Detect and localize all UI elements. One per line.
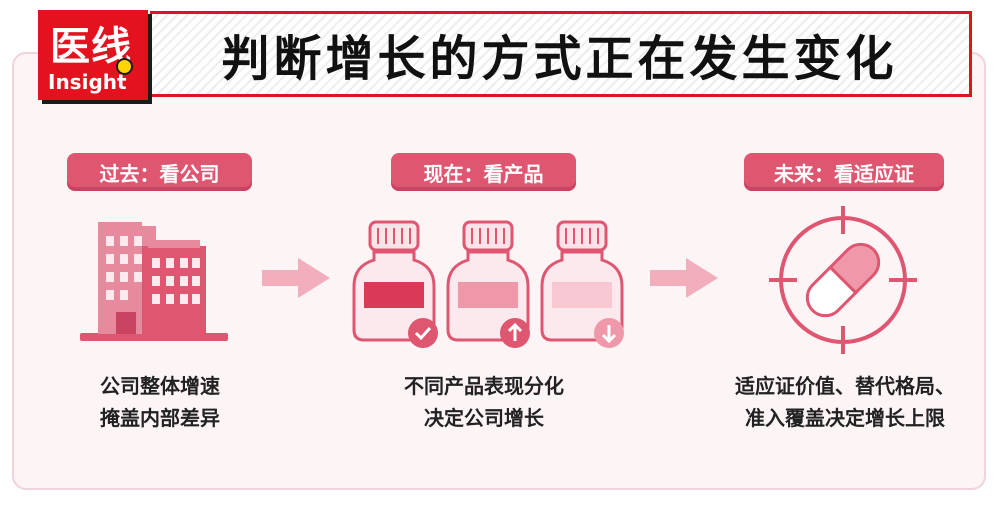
arrow-right-icon xyxy=(650,258,718,298)
capsule-icon xyxy=(805,242,881,318)
logo-dot xyxy=(116,58,133,75)
caption-line: 不同产品表现分化 xyxy=(404,374,564,398)
arrow-right-icon xyxy=(262,258,330,298)
caption-future: 适应证价值、替代格局、 准入覆盖决定增长上限 xyxy=(720,370,970,434)
title-banner: 判断增长的方式正在发生变化 xyxy=(150,11,972,97)
arrow-up-icon xyxy=(500,318,530,348)
tag-future: 未来：看适应证 xyxy=(744,153,944,191)
building-icon xyxy=(80,222,228,341)
caption-line: 适应证价值、替代格局、 xyxy=(735,374,955,398)
target-icon xyxy=(769,206,917,354)
pill-bottle-icon xyxy=(352,220,436,342)
arrow-down-icon xyxy=(594,318,624,348)
caption-line: 决定公司增长 xyxy=(424,406,544,430)
caption-line: 掩盖内部差异 xyxy=(100,406,220,430)
logo-english: Insight xyxy=(48,70,127,94)
caption-line: 准入覆盖决定增长上限 xyxy=(745,406,945,430)
caption-present: 不同产品表现分化 决定公司增长 xyxy=(374,370,594,434)
pill-bottle-icon xyxy=(446,220,530,342)
tag-present: 现在：看产品 xyxy=(391,153,576,191)
brand-logo: 医线 Insight xyxy=(38,10,148,100)
caption-line: 公司整体增速 xyxy=(100,374,220,398)
page-title: 判断增长的方式正在发生变化 xyxy=(221,31,898,87)
caption-past: 公司整体增速 掩盖内部差异 xyxy=(60,370,260,434)
check-icon xyxy=(408,318,438,348)
pill-bottle-icon xyxy=(540,220,624,342)
tag-past: 过去：看公司 xyxy=(67,153,252,191)
